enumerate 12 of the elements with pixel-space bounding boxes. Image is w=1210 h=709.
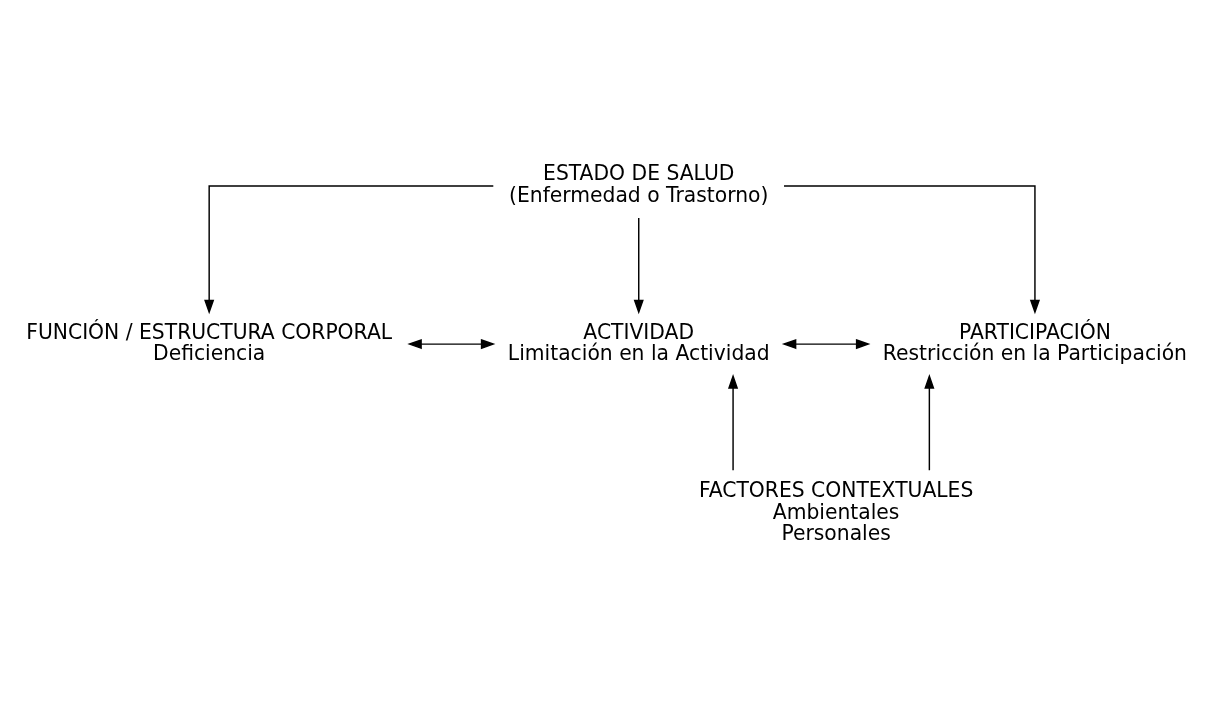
arrow: [407, 338, 496, 349]
node-text: ACTIVIDAD Limitación en la Actividad: [507, 319, 770, 365]
arrow: [781, 338, 871, 349]
arrow: [204, 184, 495, 314]
arrow: [924, 373, 935, 471]
node-text: FUNCIÓN / ESTRUCTURA CORPORAL Deficiencia: [26, 319, 393, 365]
node-text: FACTORES CONTEXTUALES Ambientales Personales: [698, 477, 974, 545]
node-text: ESTADO DE SALUD (Enfermedad o Trastorno): [509, 160, 769, 207]
arrow: [633, 216, 644, 314]
arrow: [728, 373, 739, 471]
node-text: PARTICIPACIÓN Restricción en la Participación: [882, 319, 1188, 365]
arrow: [783, 184, 1041, 314]
